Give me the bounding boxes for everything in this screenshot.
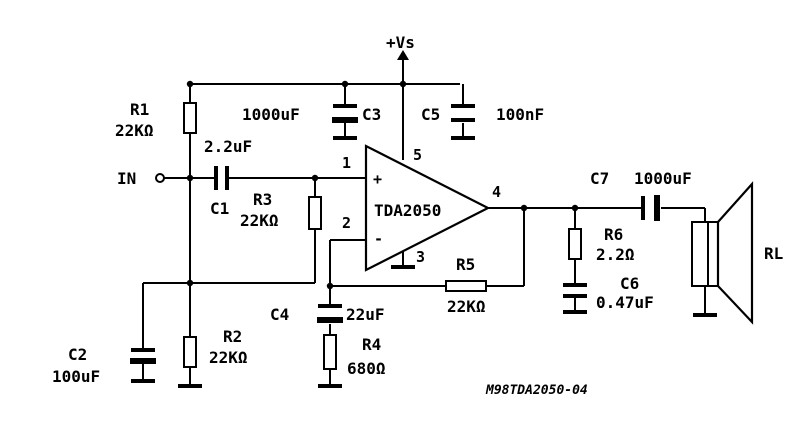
c7-capacitor [641, 195, 660, 221]
c1-capacitor [214, 166, 229, 190]
r6-name: R6 [604, 225, 623, 244]
r4-value: 680Ω [347, 359, 386, 378]
c2-value: 100uF [52, 367, 100, 386]
supply-label: +Vs [386, 33, 415, 52]
r4-resistor [323, 334, 337, 370]
amplifier-triangle [364, 144, 491, 272]
c4-value: 22uF [346, 305, 385, 324]
r3-resistor [308, 196, 322, 230]
r3-value: 22KΩ [240, 211, 279, 230]
c5-name: C5 [421, 105, 440, 124]
minus-sign: - [374, 230, 383, 248]
r4-name: R4 [362, 335, 381, 354]
plus-sign: + [373, 170, 382, 188]
c5-value: 100nF [496, 105, 544, 124]
drawing-reference: M98TDA2050-04 [485, 383, 588, 398]
c3-name: C3 [362, 105, 381, 124]
c4-name: C4 [270, 305, 289, 324]
c7-value: 1000uF [634, 169, 692, 188]
r5-resistor [445, 280, 487, 292]
load-label: RL [764, 244, 783, 263]
r5-name: R5 [456, 255, 475, 274]
r1-resistor [183, 102, 197, 134]
c4-capacitor [317, 304, 343, 323]
c6-capacitor [563, 283, 587, 298]
r5-value: 22KΩ [447, 297, 486, 316]
wires [142, 58, 706, 385]
c3-value: 1000uF [242, 105, 300, 124]
c3-capacitor [332, 104, 358, 123]
c1-value: 2.2uF [204, 137, 252, 156]
supply-arrow-icon [397, 50, 409, 60]
ic-name: TDA2050 [374, 201, 441, 220]
r2-resistor [183, 336, 197, 368]
pin-5: 5 [413, 146, 422, 164]
r3-name: R3 [253, 190, 272, 209]
pin-1: 1 [342, 154, 351, 172]
r1-value: 22KΩ [115, 121, 154, 140]
r2-name: R2 [223, 327, 242, 346]
speaker-icon [691, 181, 754, 325]
c2-capacitor [130, 348, 156, 364]
c5-capacitor [451, 104, 475, 122]
c6-name: C6 [620, 274, 639, 293]
pin-3: 3 [416, 248, 425, 266]
input-label: IN [117, 169, 136, 188]
pin-2: 2 [342, 214, 351, 232]
input-terminal [155, 173, 165, 183]
c1-name: C1 [210, 199, 229, 218]
c7-name: C7 [590, 169, 609, 188]
r6-resistor [568, 228, 582, 260]
r6-value: 2.2Ω [596, 245, 635, 264]
c6-value: 0.47uF [596, 293, 654, 312]
pin-4: 4 [492, 183, 501, 201]
junctions [186, 80, 579, 290]
c2-name: C2 [68, 345, 87, 364]
r1-name: R1 [130, 100, 149, 119]
ground-symbols [131, 136, 717, 388]
r2-value: 22KΩ [209, 348, 248, 367]
